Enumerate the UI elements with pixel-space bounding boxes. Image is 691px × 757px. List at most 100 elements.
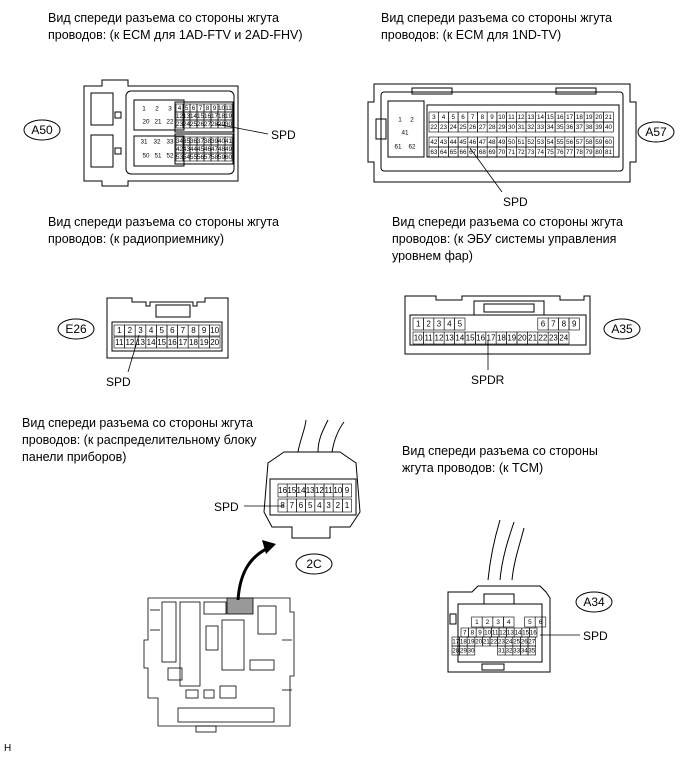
pin-number: 2	[336, 501, 341, 510]
pin-cavity	[454, 317, 466, 331]
svg-text:50: 50	[142, 153, 150, 160]
pin-number: 19	[225, 113, 233, 120]
pin-number: 64	[440, 149, 448, 156]
pin-number: 27	[528, 639, 536, 646]
pin-number: 9	[490, 114, 494, 121]
pin-number: 6	[461, 114, 465, 121]
pin-number: 16	[278, 486, 287, 495]
pin-number: 20	[475, 639, 483, 646]
pin-number: 12	[315, 486, 324, 495]
pin-number: 40	[605, 124, 613, 131]
pin-number: 42	[430, 139, 438, 146]
pin-number: 33	[513, 648, 521, 655]
pin-number: 13	[527, 114, 535, 121]
pin-number: 25	[513, 639, 521, 646]
pin-number: 37	[576, 124, 584, 131]
pin-number: 36	[190, 138, 198, 145]
a34-spd-leader: SPD	[540, 629, 608, 643]
pin-number: 5	[458, 320, 463, 329]
pin-number: 7	[551, 320, 556, 329]
pin-number: 55	[556, 139, 564, 146]
pin-number: 9	[202, 326, 207, 335]
a57-badge: A57	[637, 121, 675, 143]
pin-number: 47	[479, 139, 487, 146]
a57-terminal-label: SPD	[503, 195, 528, 209]
pin-number: 9	[572, 320, 577, 329]
pin-number: 6	[192, 105, 196, 112]
pin-number: 10	[414, 334, 423, 343]
pin-number: 7	[199, 105, 203, 112]
pin-number: 18	[189, 338, 198, 347]
pin-number: 22	[539, 334, 548, 343]
pin-number: 18	[576, 114, 584, 121]
pin-number: 78	[576, 149, 584, 156]
pin-number: 68	[479, 149, 487, 156]
pin-number: 44	[190, 146, 198, 153]
pin-number: 35	[183, 138, 191, 145]
pin-number: 65	[450, 149, 458, 156]
svg-text:21: 21	[154, 119, 162, 126]
pin-number: 26	[197, 121, 205, 128]
svg-text:33: 33	[166, 139, 174, 146]
caption-a50: Вид спереди разъема со стороны жгута про…	[48, 11, 303, 42]
pin-number: 4	[178, 105, 182, 112]
pin-number: 6	[299, 501, 304, 510]
pin-number: 15	[547, 114, 555, 121]
pin-number: 7	[181, 326, 186, 335]
pin-number: 28	[489, 124, 497, 131]
pin-number: 7	[290, 501, 295, 510]
pin-number: 1	[416, 320, 421, 329]
a57-connector-id: A57	[645, 125, 667, 139]
pin-number: 24	[559, 334, 568, 343]
pin-number: 3	[437, 320, 442, 329]
pin-number: 74	[537, 149, 545, 156]
pin-number: 5	[185, 105, 189, 112]
a50-badge: A50	[23, 119, 61, 141]
svg-text:1: 1	[142, 106, 146, 113]
pin-number: 13	[136, 338, 145, 347]
pin-number: 15	[287, 486, 296, 495]
pin-cavity	[558, 331, 570, 345]
pin-number: 1	[345, 501, 350, 510]
pin-number: 55	[190, 154, 198, 161]
pin-number: 34	[547, 124, 555, 131]
svg-text:62: 62	[408, 144, 416, 151]
pin-number: 26	[469, 124, 477, 131]
pin-number: 6	[541, 320, 546, 329]
pin-number: 28	[452, 648, 460, 655]
pin-number: 3	[138, 326, 143, 335]
pin-number: 45	[197, 146, 205, 153]
pin-number: 34	[176, 138, 184, 145]
pin-number: 20	[210, 338, 219, 347]
pin-number: 7	[463, 630, 467, 637]
svg-text:2: 2	[410, 117, 414, 124]
caption-a57: Вид спереди разъема со стороны жгута про…	[381, 11, 613, 42]
pin-number: 16	[204, 113, 212, 120]
pin-number: 48	[489, 139, 497, 146]
pin-number: 31	[498, 648, 506, 655]
pin-number: 12	[176, 113, 184, 120]
pin-number: 9	[213, 105, 217, 112]
pin-number: 14	[514, 630, 522, 637]
pin-number: 44	[450, 139, 458, 146]
pin-number: 11	[115, 338, 124, 347]
a34-connector-id: A34	[583, 595, 605, 609]
pin-number: 17	[178, 338, 187, 347]
pin-number: 45	[459, 139, 467, 146]
pin-number: 67	[469, 149, 477, 156]
pin-number: 23	[176, 121, 184, 128]
pin-number: 47	[211, 146, 219, 153]
pin-number: 42	[176, 146, 184, 153]
pin-cavity	[342, 498, 352, 513]
pin-number: 10	[210, 326, 219, 335]
pin-number: 14	[455, 334, 464, 343]
pin-number: 16	[556, 114, 564, 121]
pin-number: 6	[170, 326, 175, 335]
pin-number: 26	[521, 639, 529, 646]
pin-number: 19	[507, 334, 516, 343]
pin-number: 54	[183, 154, 191, 161]
pin-number: 10	[333, 486, 342, 495]
pin-number: 10	[498, 114, 506, 121]
